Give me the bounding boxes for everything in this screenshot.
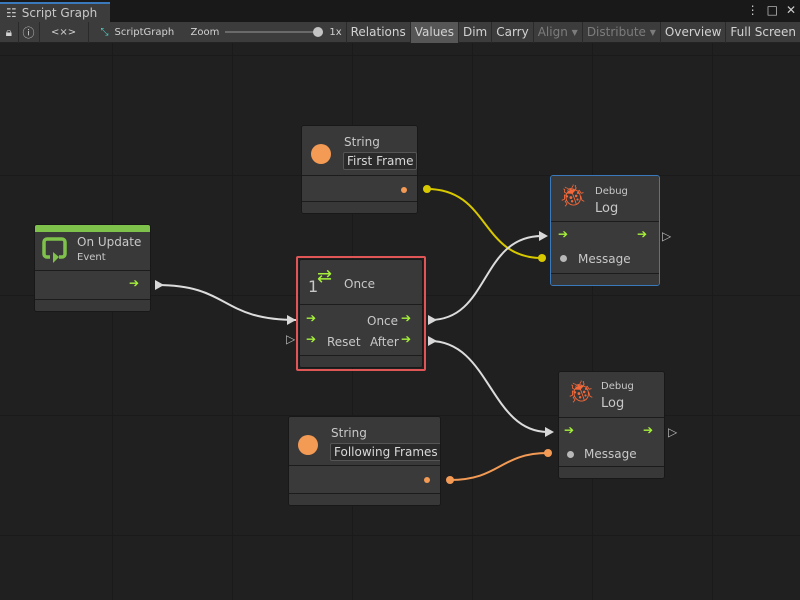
node-body (302, 176, 417, 204)
bug-icon: 🐞︎ (559, 184, 587, 209)
node-on-update[interactable]: On Update Event ➔ (34, 224, 151, 312)
node-footer (289, 493, 440, 505)
node-header (551, 176, 659, 222)
bug-icon: 🐞︎ (567, 380, 595, 405)
message-input-label: Message (578, 252, 631, 266)
hierarchy-icon: ☷ (6, 6, 17, 20)
after-output-port[interactable] (428, 336, 437, 346)
more-menu-icon[interactable]: ⋮ (746, 3, 759, 17)
node-footer (35, 299, 150, 311)
tab-bar: ☷ Script Graph ⋮ □ ✕ (0, 0, 800, 22)
string-output-port[interactable] (401, 187, 407, 193)
node-title: On Update (77, 235, 142, 249)
flow-input-arrow-icon: ➔ (558, 227, 569, 241)
node-string-first-frame[interactable]: String First Frame (301, 125, 418, 214)
node-body (289, 466, 440, 494)
code-view-button[interactable]: <×> (40, 21, 89, 43)
string-value-field[interactable]: Following Frames (330, 443, 440, 461)
node-footer (559, 466, 664, 478)
flow-output-arrow-icon: ➔ (401, 332, 412, 346)
node-title: Log (595, 201, 619, 216)
flow-output-arrow-icon: ➔ (637, 227, 648, 241)
full-screen-button[interactable]: Full Screen (730, 25, 796, 39)
node-debug-log-2[interactable]: 🐞︎ Debug Log ➔ ➔ Message (558, 371, 665, 479)
zoom-value: 1x (329, 26, 342, 38)
flow-output-port[interactable] (155, 280, 164, 290)
align-label: Align (537, 25, 568, 39)
maximize-icon[interactable]: □ (766, 3, 778, 17)
tab-script-graph[interactable]: ☷ Script Graph (0, 2, 110, 22)
dim-button[interactable]: Dim (459, 21, 493, 43)
node-footer (300, 355, 422, 367)
flow-input-arrow-icon: ➔ (306, 332, 317, 346)
overview-button[interactable]: Overview (661, 21, 727, 43)
string-value-field[interactable]: First Frame (343, 152, 417, 170)
log2-flow-output-port[interactable]: ▷ (668, 425, 678, 439)
log1-flow-input-port[interactable] (539, 231, 548, 241)
message-input-label: Message (584, 447, 637, 461)
log1-flow-output-port[interactable]: ▷ (662, 229, 672, 243)
input-reset-label: Reset (327, 335, 361, 349)
graph-name[interactable]: ScriptGraph (114, 26, 175, 38)
node-category: Debug (601, 381, 634, 392)
node-body (300, 305, 422, 356)
relations-button[interactable]: Relations (345, 21, 411, 43)
zoom-slider-handle[interactable] (313, 27, 324, 37)
once-count: 1 (308, 277, 319, 296)
node-subtitle: Event (77, 252, 106, 263)
node-footer (551, 273, 659, 285)
node-string-following-frames[interactable]: String Following Frames (288, 416, 441, 506)
toolbar: 🔒︎ ⓘ <×> ⤡ ScriptGraph Zoom 1x Relations… (0, 21, 800, 43)
node-title: Log (601, 396, 625, 411)
distribute-dropdown[interactable]: Distribute ▼ (583, 21, 661, 43)
output-once-label: Once (367, 314, 399, 328)
zoom-slider[interactable] (225, 27, 324, 37)
enter-input-port[interactable] (287, 315, 296, 325)
flow-output-arrow-icon: ➔ (643, 423, 654, 437)
log2-flow-input-port[interactable] (545, 427, 554, 437)
update-loop-icon (42, 237, 67, 263)
string-type-icon (311, 144, 331, 164)
graph-icon: ⤡ (100, 26, 109, 38)
close-icon[interactable]: ✕ (785, 3, 796, 17)
message-port-dot[interactable] (567, 451, 574, 458)
zoom-label: Zoom (190, 26, 220, 38)
values-button[interactable]: Values (410, 21, 459, 43)
string-type-icon (298, 435, 318, 455)
node-once[interactable]: 1 ⇄ Once ➔ Once ➔ ➔ Reset After ➔ (299, 259, 423, 368)
dropdown-arrow-icon: ▼ (649, 27, 656, 37)
node-title: String (344, 135, 380, 149)
node-title: Once (344, 277, 376, 291)
node-category: Debug (595, 186, 628, 197)
dropdown-arrow-icon: ▼ (571, 27, 578, 37)
node-title: String (331, 426, 367, 440)
once-cycle-icon: ⇄ (317, 266, 333, 287)
node-debug-log-1[interactable]: 🐞︎ Debug Log ➔ ➔ Message (550, 175, 660, 286)
flow-input-arrow-icon: ➔ (564, 423, 575, 437)
align-dropdown[interactable]: Align ▼ (534, 21, 583, 43)
string-output-port[interactable] (424, 477, 430, 483)
graph-zoom-group: ⤡ ScriptGraph Zoom 1x (89, 22, 346, 43)
once-output-port[interactable] (428, 315, 437, 325)
node-body (35, 271, 150, 299)
distribute-label: Distribute (586, 25, 646, 39)
lock-icon[interactable]: 🔒︎ (0, 21, 19, 43)
node-body (551, 222, 659, 273)
flow-output-arrow-icon: ➔ (129, 276, 140, 290)
flow-input-arrow-icon: ➔ (306, 311, 317, 325)
output-after-label: After (370, 335, 399, 349)
info-icon[interactable]: ⓘ (19, 21, 40, 43)
node-body (559, 418, 664, 467)
node-header (300, 260, 422, 305)
reset-input-port[interactable]: ▷ (286, 332, 296, 346)
carry-button[interactable]: Carry (492, 21, 534, 43)
node-header (35, 225, 150, 271)
flow-output-arrow-icon: ➔ (401, 311, 412, 325)
zoom-slider-track (225, 31, 324, 33)
node-header (559, 372, 664, 418)
message-port-dot[interactable] (560, 255, 567, 262)
tab-title: Script Graph (21, 6, 98, 20)
selection-highlight (296, 256, 426, 371)
node-footer (302, 201, 417, 213)
